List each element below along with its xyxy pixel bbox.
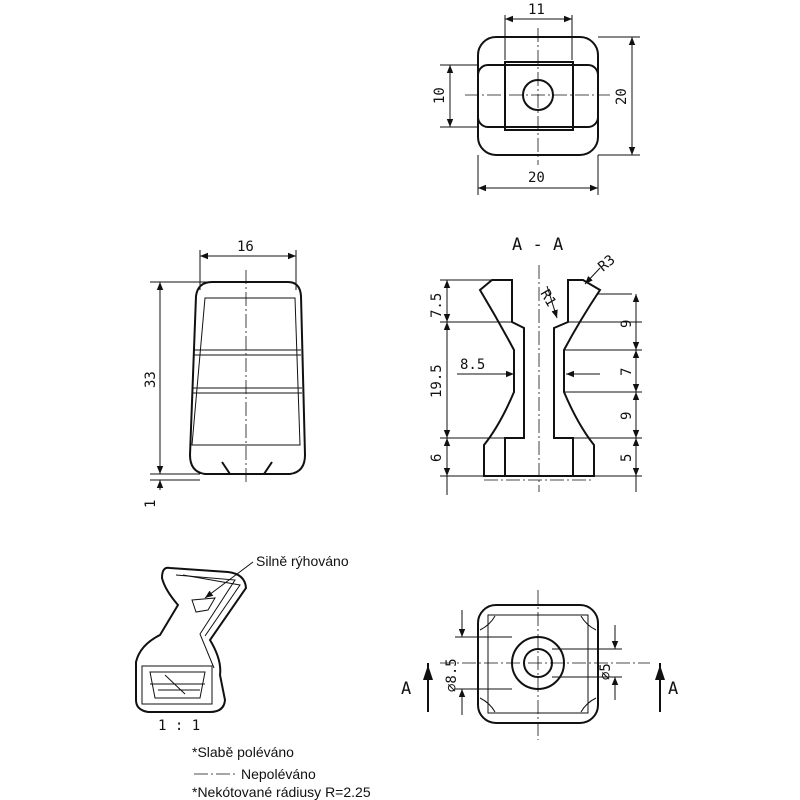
dim-side-1: 1 xyxy=(143,500,159,508)
dim-bottom-dia-8-5: ⌀8.5 xyxy=(444,658,460,692)
dim-section-7-5: 7.5 xyxy=(429,293,445,318)
note-nepolevano: Nepoléváno xyxy=(241,766,316,782)
dim-side-16: 16 xyxy=(237,239,254,255)
notes: *Slabě poléváno Nepoléváno *Nekótované r… xyxy=(192,744,371,800)
dim-section-5: 5 xyxy=(619,454,635,462)
section-title: A - A xyxy=(512,235,563,255)
dim-top-20-horizontal: 20 xyxy=(528,170,545,186)
dim-section-7: 7 xyxy=(619,368,635,376)
iso-view: Silně rýhováno 1 : 1 xyxy=(135,553,349,734)
dim-section-9-top: 9 xyxy=(619,320,635,328)
side-view: 16 33 1 xyxy=(143,239,307,508)
dim-top-20-vertical: 20 xyxy=(614,88,630,105)
dim-section-6: 6 xyxy=(429,454,445,462)
section-mark-right: A xyxy=(668,679,678,699)
dim-section-8-5: 8.5 xyxy=(460,357,485,373)
top-view: 11 10 20 20 xyxy=(432,2,640,195)
dim-section-9-bottom: 9 xyxy=(619,412,635,420)
note-slabe-polevano: *Slabě poléváno xyxy=(192,744,294,760)
dim-top-10: 10 xyxy=(432,87,448,104)
section-view: A - A R3 R1 7.5 19.5 6 xyxy=(429,235,642,495)
note-nekotovane-radiusy: *Nekótované rádiusy R=2.25 xyxy=(192,784,371,800)
bottom-view: ⌀8.5 ⌀5 A A xyxy=(401,590,678,740)
dim-top-11: 11 xyxy=(528,2,545,18)
radius-r3: R3 xyxy=(595,252,618,275)
dim-section-19-5: 19.5 xyxy=(429,364,445,398)
scale-label: 1 : 1 xyxy=(158,718,200,734)
radius-r1: R1 xyxy=(537,287,559,310)
callout-silne-ryhovano: Silně rýhováno xyxy=(256,553,349,569)
section-mark-left: A xyxy=(401,679,411,699)
dim-bottom-dia-5: ⌀5 xyxy=(598,663,614,680)
dim-side-33: 33 xyxy=(143,371,159,388)
